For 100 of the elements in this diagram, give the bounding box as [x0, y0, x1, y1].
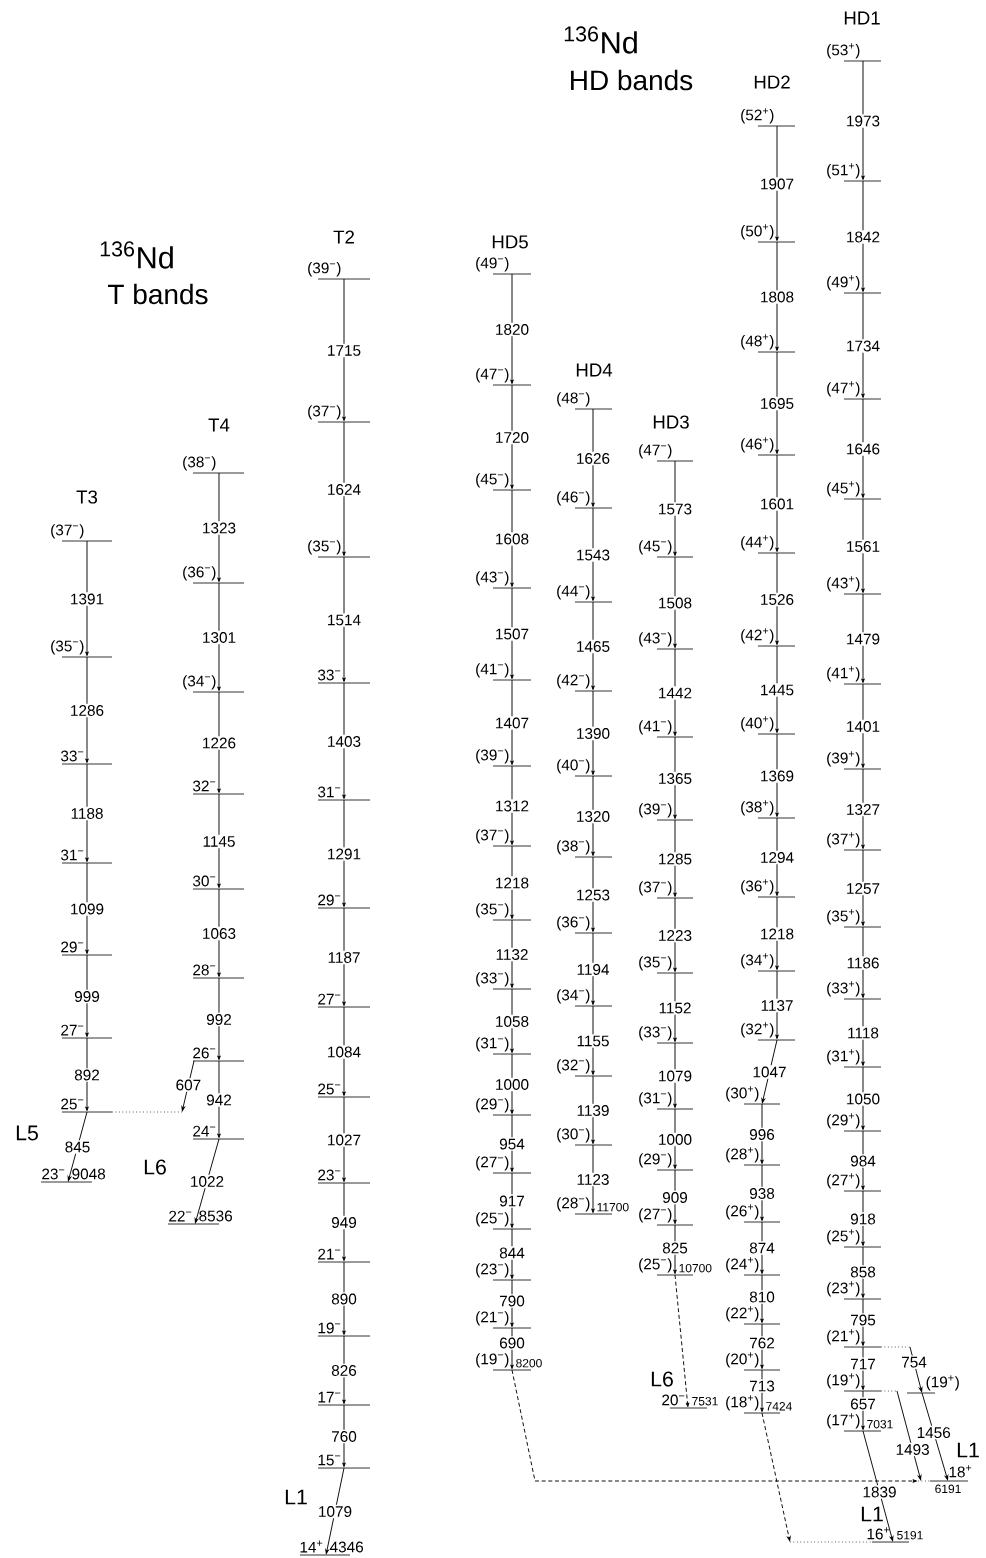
energy-label: 1573: [656, 502, 694, 516]
energy-label: 1099: [68, 902, 106, 916]
spin-label: 29$^{−}$: [61, 941, 84, 953]
energy-label: 874: [747, 1241, 777, 1255]
spin-label: (41$^{−}$): [476, 663, 509, 678]
spin-label: (38$^{+}$): [741, 800, 774, 816]
spin-label: 29$^{−}$: [318, 894, 341, 906]
energy-value: 8536: [199, 1210, 232, 1222]
energy-label: 1027: [325, 1133, 363, 1147]
energy-value: 7424: [766, 1402, 792, 1411]
energy-label: 1320: [574, 809, 612, 824]
band-label: L1: [285, 1489, 307, 1505]
spin-label: (35$^{−}$): [51, 640, 84, 655]
energy-label: 1390: [574, 726, 612, 741]
transition-arrow: [342, 682, 346, 800]
energy-label: 790: [497, 1294, 527, 1308]
spin-label: 17$^{−}$: [318, 1391, 341, 1403]
energy-value: 11700: [597, 1202, 629, 1212]
transition-arrow: [861, 849, 865, 927]
spin-label: (50$^{+}$): [741, 224, 774, 240]
spin-label: (39$^{−}$): [476, 749, 509, 764]
spin-label: 15$^{−}$: [318, 1454, 341, 1466]
spin-label: (51$^{+}$): [827, 163, 860, 179]
band-label: HD1: [844, 11, 880, 25]
transition-arrow: [861, 1130, 865, 1191]
energy-value: 10700: [679, 1263, 712, 1273]
spin-label: (24$^{+}$): [726, 1257, 759, 1273]
band-label: L1: [861, 1506, 883, 1522]
energy-label: 1514: [325, 613, 363, 627]
transition-arrow: [775, 125, 779, 242]
spin-label: (21$^{+}$): [827, 1329, 860, 1345]
transition-arrow: [673, 1108, 677, 1170]
spin-label: (41$^{+}$): [827, 666, 860, 682]
energy-label: 1000: [656, 1132, 694, 1147]
transition-arrow: [591, 507, 595, 602]
energy-label: 1626: [574, 451, 612, 466]
spin-label: (34$^{+}$): [741, 953, 774, 969]
energy-label: 1123: [575, 1172, 611, 1187]
spin-label: (29$^{−}$): [476, 1098, 509, 1113]
transition-arrow: [85, 862, 89, 955]
energy-label: 1155: [575, 1034, 611, 1048]
spin-label: (35$^{−}$): [639, 956, 672, 971]
energy-label: 1323: [200, 521, 238, 535]
transition-arrow: [591, 932, 595, 1006]
transition-arrow: [591, 775, 595, 857]
spin-label: (39$^{−}$): [639, 803, 672, 818]
transition-arrow: [591, 690, 595, 776]
energy-label: 890: [329, 1292, 359, 1306]
energy-label: 1973: [844, 114, 882, 128]
spin-label: 24$^{−}$: [193, 1125, 216, 1137]
energy-label: 1508: [656, 596, 694, 610]
spin-label: (20$^{+}$): [726, 1352, 759, 1368]
transition-arrow: [861, 292, 865, 399]
spin-label: (52$^{+}$): [741, 108, 774, 124]
energy-label: 1493: [894, 1442, 931, 1457]
spin-label: (43$^{−}$): [476, 571, 509, 586]
energy-label: 1369: [758, 769, 796, 783]
spin-label: (28$^{−}$): [557, 1197, 590, 1212]
transition-arrow: [511, 1369, 918, 1483]
energy-label: 984: [848, 1154, 878, 1168]
transition-arrow: [342, 799, 346, 908]
spin-label: 28$^{−}$: [193, 964, 216, 976]
energy-label: 1445: [758, 683, 796, 697]
title-text: T bands: [108, 283, 208, 305]
spin-label: (25$^{+}$): [827, 1229, 860, 1245]
spin-label: (45$^{+}$): [827, 481, 860, 497]
energy-label: 1050: [844, 1092, 882, 1106]
spin-label: (35$^{−}$): [308, 540, 341, 555]
spin-label: 25$^{−}$: [318, 1083, 341, 1095]
transition-arrow: [181, 1060, 195, 1112]
energy-label: 1047: [751, 1065, 788, 1079]
transition-arrow: [510, 384, 514, 490]
energy-label: 1312: [493, 799, 531, 813]
spin-label: (32$^{+}$): [741, 1022, 774, 1038]
transition-arrow: [342, 421, 346, 557]
energy-label: 1145: [201, 834, 237, 849]
spin-label: (31$^{−}$): [476, 1037, 509, 1052]
energy-label: 607: [174, 1078, 203, 1092]
transition-arrow: [217, 582, 221, 692]
energy-label: 1543: [574, 548, 612, 562]
transition-arrow: [591, 408, 595, 508]
transition-arrow: [217, 888, 221, 978]
transition-arrow: [194, 1138, 220, 1224]
spin-label: (37$^{−}$): [476, 829, 509, 844]
energy-label: 1079: [316, 1504, 354, 1519]
spin-label: (30$^{+}$): [726, 1086, 759, 1102]
energy-label: 1118: [845, 1026, 881, 1040]
spin-label: (44$^{−}$): [557, 585, 590, 600]
spin-label: 25$^{−}$: [61, 1098, 84, 1110]
spin-label: 21$^{−}$: [318, 1248, 341, 1260]
energy-label: 1646: [844, 442, 882, 456]
transition-arrow: [591, 1144, 595, 1214]
spin-label: (45$^{−}$): [476, 473, 509, 488]
energy-label: 1218: [493, 876, 531, 890]
spin-label: (28$^{+}$): [726, 1147, 759, 1163]
spin-label: (19$^{+}$): [827, 1373, 860, 1389]
energy-label: 1058: [493, 1014, 531, 1029]
energy-label: 1734: [844, 339, 882, 353]
transition-arrow: [342, 1404, 346, 1468]
transition-arrow: [673, 819, 677, 898]
